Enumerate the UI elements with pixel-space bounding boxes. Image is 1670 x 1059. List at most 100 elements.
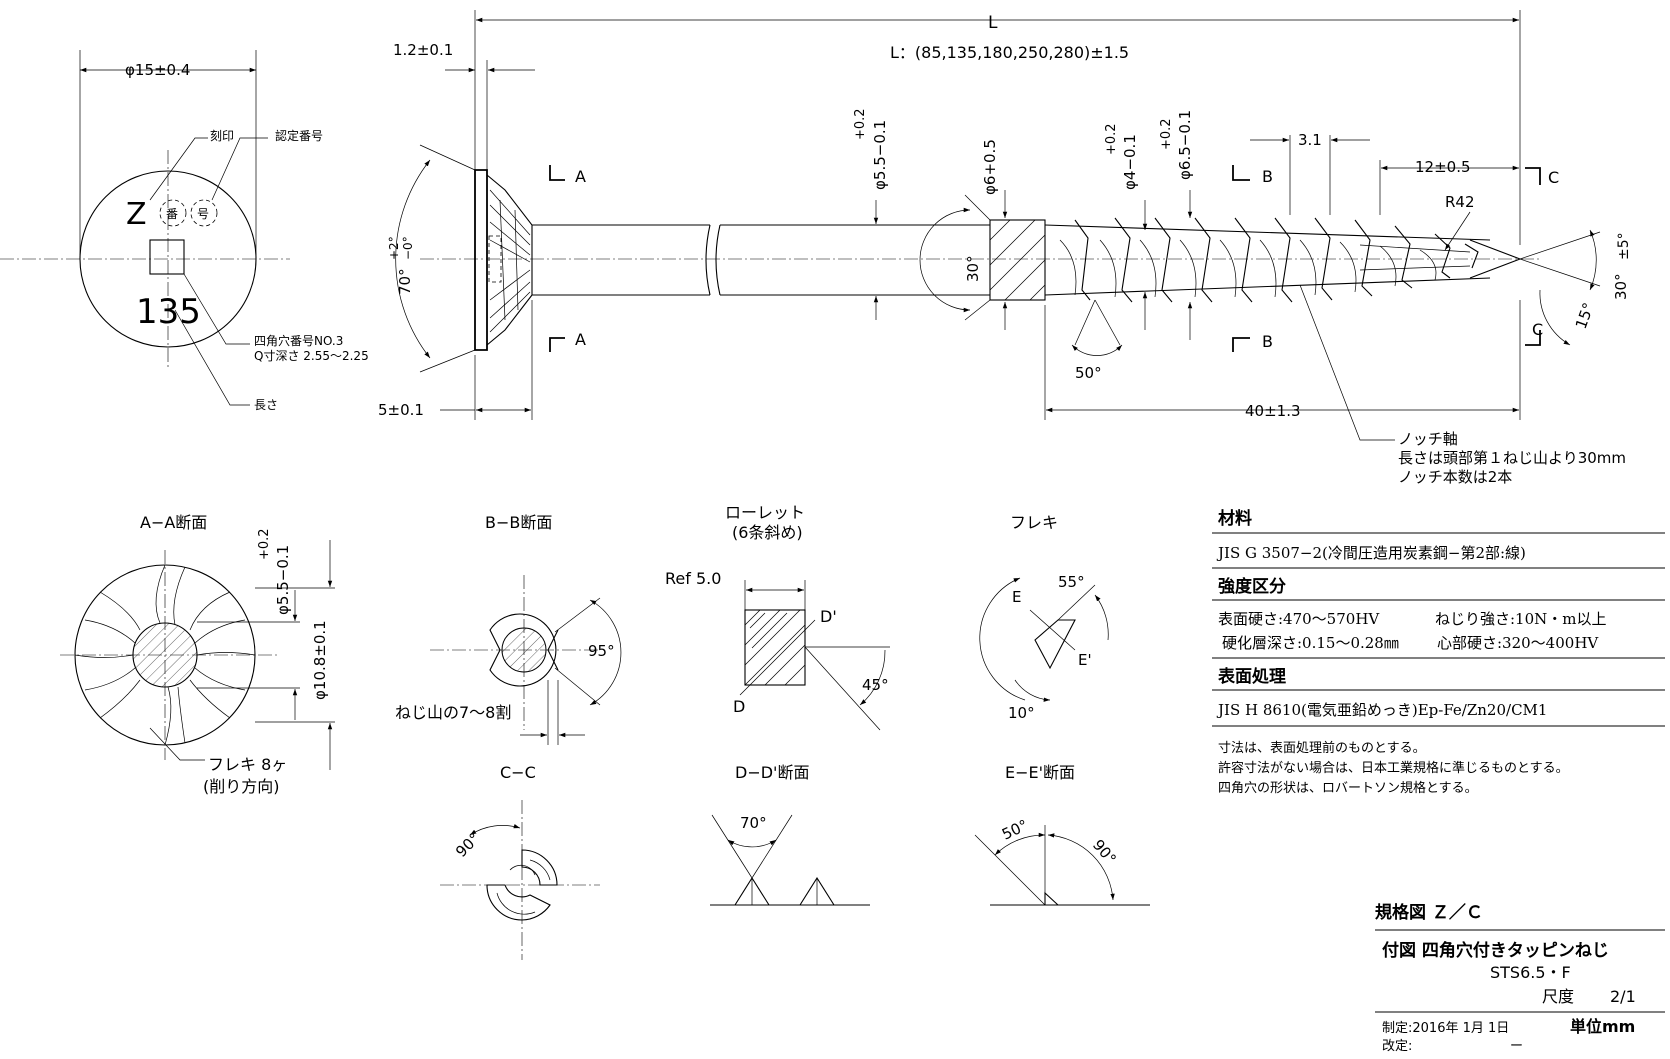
material-value: JIS G 3507−2(冷間圧造用炭素鋼−第2部:線) — [1216, 544, 1526, 562]
screw-side-view: L L：(85,135,180,250,280)±1.5 1.2±0.1 70°… — [378, 10, 1632, 486]
dim-thread-length: 40±1.3 — [1245, 402, 1301, 420]
section-B-top: B — [1262, 167, 1273, 186]
section-C-bottom: C — [1532, 320, 1543, 339]
aa-shank-dia: φ5.5−0.1 — [274, 545, 292, 615]
standard-label: 規格図 Ｚ／Ｃ — [1375, 902, 1483, 923]
dim-point-angle: 30° — [1612, 273, 1630, 300]
major-dia: φ6.5−0.1 — [1176, 110, 1194, 180]
fleki-e: E — [1012, 588, 1021, 606]
established-date: 制定:2016年 1月 1日 — [1382, 1021, 1509, 1036]
note-1: 寸法は、表面処理前のものとする。 — [1218, 740, 1426, 756]
root-dia: φ4−0.1 — [1121, 134, 1139, 190]
drawing-title: 付図 四角穴付きタッピンねじ — [1382, 940, 1609, 961]
case-depth: 硬化層深さ:0.15〜0.28㎜ — [1222, 634, 1399, 652]
dim-head-angle: 70° — [396, 268, 414, 295]
shank-tol-plus: +0.2 — [853, 108, 868, 140]
surface-title: 表面処理 — [1218, 666, 1286, 687]
aa-flange-dia: φ10.8±0.1 — [311, 620, 329, 700]
dim-radius: R42 — [1445, 193, 1475, 211]
knurl-d: D — [733, 697, 745, 716]
dim-head-thickness: 1.2±0.1 — [393, 41, 453, 59]
core-hardness: 心部硬さ:320〜400HV — [1437, 634, 1599, 652]
aa-title: A−A断面 — [140, 513, 207, 532]
torsion-strength: ねじり強さ:10N・m以上 — [1435, 610, 1607, 628]
dim-head-angle-plus: +2° — [387, 236, 401, 260]
section-C-top: C — [1548, 168, 1559, 187]
strength-title: 強度区分 — [1218, 576, 1286, 597]
bb-note: ねじ山の7〜8割 — [395, 703, 511, 722]
aa-tol-plus: +0.2 — [257, 528, 272, 560]
bb-title: B−B断面 — [485, 513, 552, 532]
root-tol-plus: +0.2 — [1104, 123, 1119, 155]
knurl-title-2: (6条斜め) — [732, 523, 803, 542]
stamp-circle-1: 番 — [166, 207, 178, 221]
cc-title: C−C — [500, 763, 536, 782]
notch-note-1: ノッチ軸 — [1398, 430, 1458, 448]
socket-note-1: 四角穴番号NO.3 — [254, 333, 343, 348]
fleki-title: フレキ — [1010, 513, 1058, 532]
section-aa: A−A断面 +0.2 φ5.5−0.1 — [60, 513, 335, 796]
aa-note-1: フレキ 8ヶ — [208, 755, 287, 774]
stamp-leader: 刻印 — [210, 129, 234, 143]
knurl-title-1: ローレット — [725, 503, 805, 522]
knurl-dia: φ6+0.5 — [981, 139, 999, 195]
stamp-letter: Z — [126, 197, 147, 232]
socket-note-2: Q寸深さ 2.55〜2.25 — [254, 349, 369, 363]
head-top-view: φ15±0.4 Z 番 号 135 刻印 認定番号 四角穴番号NO.3 Q寸深さ… — [0, 50, 369, 412]
dim-point-length: 12±0.5 — [1415, 158, 1471, 176]
ee-angle-2: 90° — [1089, 836, 1120, 868]
surface-hardness: 表面硬さ:470〜570HV — [1218, 610, 1380, 628]
shank-dia: φ5.5−0.1 — [871, 120, 889, 190]
knurl-detail: ローレット (6条斜め) Ref 5.0 D' D 45° — [665, 503, 890, 731]
section-A-bottom: A — [575, 330, 586, 349]
material-title: 材料 — [1218, 508, 1252, 529]
major-tol-plus: +0.2 — [1159, 118, 1174, 150]
spec-table: 材料 JIS G 3507−2(冷間圧造用炭素鋼−第2部:線) 強度区分 表面硬… — [1212, 508, 1665, 796]
revised-label: 改定: — [1382, 1039, 1412, 1054]
bb-angle: 95° — [588, 642, 615, 660]
scale-value: 2/1 — [1610, 987, 1636, 1006]
head-diameter: φ15±0.4 — [125, 61, 190, 79]
section-A-top: A — [575, 167, 586, 186]
section-ee: E−E'断面 50° 90° — [974, 763, 1150, 906]
unit-label: 単位mm — [1570, 1017, 1635, 1036]
notch-note-3: ノッチ本数は2本 — [1398, 468, 1512, 486]
length-leader: 長さ — [254, 398, 278, 412]
stamp-circle-2: 号 — [197, 207, 209, 221]
dim-L-values: L：(85,135,180,250,280)±1.5 — [890, 43, 1129, 62]
revised-value: ー — [1510, 1039, 1523, 1054]
knurl-ref: Ref 5.0 — [665, 569, 721, 588]
section-bb: B−B断面 95° ねじ山の7〜8割 — [395, 513, 622, 745]
ee-title: E−E'断面 — [1005, 763, 1075, 782]
knurl-d-prime: D' — [820, 607, 837, 626]
dim-thread-angle: 50° — [1075, 364, 1102, 382]
note-2: 許容寸法がない場合は、日本工業規格に準じるものとする。 — [1218, 760, 1569, 776]
knurl-angle: 30° — [964, 255, 982, 282]
dd-title: D−D'断面 — [735, 763, 809, 782]
model-name: STS6.5・F — [1490, 963, 1571, 982]
knurl-angle: 45° — [862, 676, 889, 694]
title-block: 規格図 Ｚ／Ｃ 付図 四角穴付きタッピンねじ STS6.5・F 尺度 2/1 制… — [1375, 902, 1665, 1054]
dim-point-tol: ±5° — [1616, 232, 1632, 260]
cert-leader: 認定番号 — [275, 128, 323, 143]
section-cc: C−C 90° — [440, 763, 600, 960]
fleki-detail: フレキ 55° E E' 10° — [979, 513, 1109, 722]
cc-angle: 90° — [452, 829, 484, 861]
note-3: 四角穴の形状は、ロバートソン規格とする。 — [1218, 780, 1478, 796]
notch-note-2: 長さは頭部第１ねじ山より30mm — [1398, 449, 1626, 467]
fleki-angle: 55° — [1058, 573, 1085, 591]
section-dd: D−D'断面 70° — [710, 763, 870, 906]
aa-note-2: (削り方向) — [203, 777, 280, 796]
length-mark: 135 — [136, 292, 201, 332]
scale-label: 尺度 — [1542, 987, 1574, 1006]
dim-slot-angle: 15° — [1572, 300, 1598, 331]
surface-value: JIS H 8610(電気亜鉛めっき)Ep-Fe/Zn20/CM1 — [1216, 701, 1547, 719]
dim-pitch: 3.1 — [1298, 131, 1322, 149]
fleki-bottom-angle: 10° — [1008, 704, 1035, 722]
ee-angle-1: 50° — [999, 816, 1031, 844]
dim-head-angle-minus: −0° — [401, 236, 415, 260]
dim-head-length: 5±0.1 — [378, 401, 424, 419]
fleki-e-prime: E' — [1078, 651, 1092, 669]
dim-L: L — [988, 13, 998, 33]
